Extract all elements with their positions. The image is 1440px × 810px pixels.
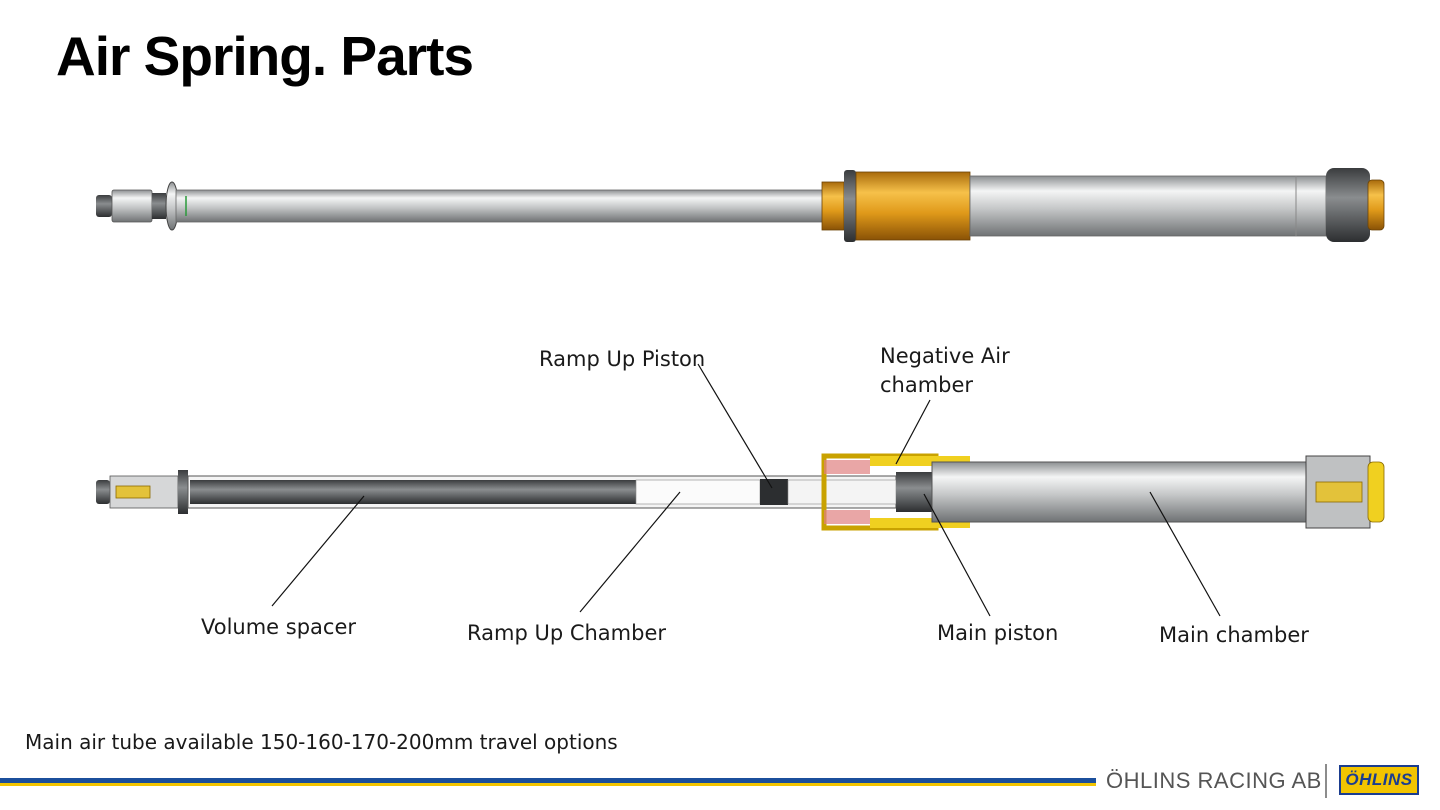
leader-ramp-up-chamber — [579, 491, 681, 613]
footer-stripe-yellow — [0, 783, 1096, 786]
label-negative-air-chamber-line2: chamber — [880, 373, 974, 397]
leader-volume-spacer — [271, 495, 365, 607]
valve-cap — [96, 195, 112, 217]
label-main-chamber: Main chamber — [1159, 623, 1309, 647]
slide-title: Air Spring. Parts — [56, 25, 474, 87]
top-cap-adjuster — [1367, 179, 1385, 231]
label-negative-air-chamber-line1: Negative Air — [880, 344, 1010, 368]
ramp-up-chamber-part — [635, 479, 761, 505]
ramp-up-piston-part — [760, 479, 788, 505]
air-shaft — [175, 189, 825, 223]
valve-nut — [152, 193, 166, 219]
main-air-tube — [969, 175, 1327, 237]
valve-body — [111, 189, 153, 223]
leader-negative-air-chamber — [895, 399, 931, 465]
travel-options-note: Main air tube available 150-160-170-200m… — [25, 730, 618, 754]
section-valve-core — [115, 485, 151, 499]
label-volume-spacer: Volume spacer — [201, 615, 357, 639]
leader-ramp-up-piston — [697, 363, 773, 489]
leader-lines — [271, 363, 1221, 617]
seal-ring — [844, 170, 856, 242]
negative-air-can — [855, 171, 971, 241]
air-spring-exterior — [96, 168, 1385, 242]
section-valve-cap — [96, 480, 110, 504]
volume-spacer-part — [190, 480, 636, 504]
label-ramp-up-piston: Ramp Up Piston — [539, 347, 706, 371]
leader-main-chamber — [1149, 491, 1221, 617]
label-main-piston: Main piston — [937, 621, 1059, 645]
main-piston-part — [896, 472, 932, 512]
leader-main-piston — [923, 493, 991, 617]
gold-collar-small — [821, 181, 845, 231]
section-flange — [178, 470, 188, 514]
ohlins-logo: ÖHLINS — [1339, 765, 1419, 795]
ohlins-logo-text: ÖHLINS — [1345, 770, 1413, 789]
label-ramp-up-chamber: Ramp Up Chamber — [467, 621, 667, 645]
footer-stripe-blue — [0, 778, 1096, 783]
air-spring-section — [96, 453, 1385, 531]
main-chamber-part — [931, 461, 1307, 523]
top-cap — [1326, 168, 1370, 242]
company-name: ÖHLINS RACING AB — [1106, 768, 1322, 793]
